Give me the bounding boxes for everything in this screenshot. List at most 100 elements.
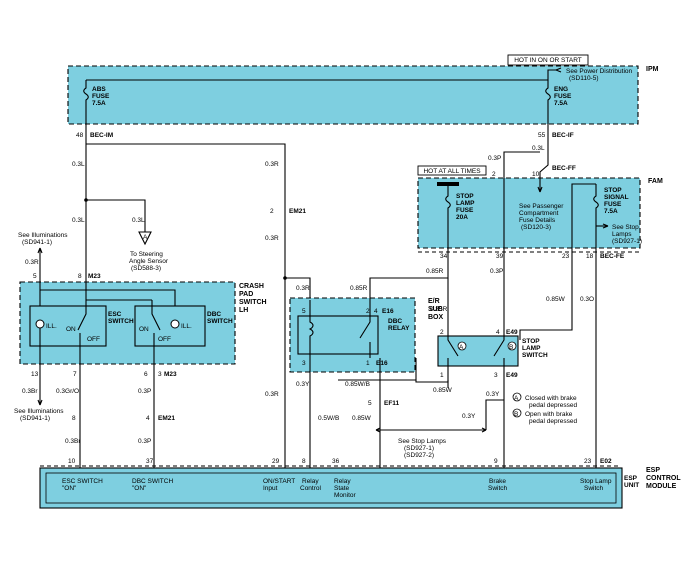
- conn-e49-bottom: E49: [506, 372, 518, 379]
- conn-bec-ff: BEC-FF: [552, 165, 576, 172]
- eng-fuse-symbol: [545, 80, 551, 132]
- see-compartment-3: Fuse Details: [519, 217, 556, 224]
- er-pin-5: 5: [302, 308, 306, 315]
- see-compartment-2: Compartment: [519, 210, 559, 217]
- wire-to-steering: [86, 199, 146, 232]
- eng-fuse-label-2: FUSE: [554, 93, 572, 100]
- steering-line2: Angle Sensor: [129, 258, 169, 265]
- sls-contact-a: [447, 330, 459, 380]
- esc-switch-label-1: ESC: [108, 311, 122, 318]
- sls-pin-1: 1: [440, 372, 444, 379]
- steering-connector-triangle: [138, 231, 152, 246]
- sls-pin-2: 2: [440, 329, 444, 336]
- crash-pin-5: 5: [33, 273, 37, 280]
- wire-085w-b: 0.85W: [433, 387, 453, 394]
- conn-bec-if: BEC-IF: [552, 132, 574, 139]
- wire-03r-c: 0.3R: [296, 285, 310, 292]
- relay-coil: [308, 300, 314, 358]
- see-stop-lamps-fam-3: (SD927-1): [612, 238, 642, 245]
- see-ill-top-line1: See Illuminations: [18, 232, 68, 239]
- sls-pin-4: 4: [496, 329, 500, 336]
- er-pin-2: 2: [366, 308, 370, 315]
- esp-pin-9: 9: [494, 458, 498, 465]
- wire-relay-monitor: [338, 379, 381, 470]
- wire-03l-eng: [539, 132, 549, 180]
- wire-085w-fam: [519, 252, 573, 340]
- sls-contact-b: [493, 330, 505, 380]
- fam-pin-10: 10: [532, 171, 540, 178]
- dbc-on-label: ON: [139, 326, 149, 333]
- conn-m23-top: M23: [88, 273, 101, 280]
- legend-marker-a: [512, 392, 522, 402]
- sls-label-2: LAMP: [522, 345, 541, 352]
- wire-03l-b: 0.3L: [132, 217, 145, 224]
- wire-03p-dbc-a: 0.3P: [138, 388, 151, 395]
- wire-03br-b: 0.3Br: [65, 438, 81, 445]
- wire-to-relay-coil: [285, 277, 311, 300]
- esp-pin-37: 37: [146, 458, 154, 465]
- legend-marker-b: [512, 408, 522, 418]
- conn-e16-top: E16: [382, 308, 394, 315]
- crash-pin-6: 6: [144, 371, 148, 378]
- stop-signal-fuse-4: 7.5A: [604, 208, 618, 215]
- wire-03o: 0.3O: [580, 296, 594, 303]
- esp-pin-23: 23: [584, 458, 592, 465]
- conn-e16-bottom: E16: [376, 360, 388, 367]
- crash-label-4: LH: [239, 307, 248, 314]
- ipm-supply-line: [86, 69, 556, 81]
- ill-bottom-arrow: [37, 399, 43, 406]
- wire-085r-a: 0.85R: [426, 268, 444, 275]
- wire-085r-relay: [369, 252, 449, 300]
- abs-fuse-label-1: ABS: [92, 86, 106, 93]
- esp-input-monitor-2: State: [334, 485, 350, 492]
- see-stop-bottom-2: (SD927-1): [404, 445, 434, 452]
- wire-03p-b: 0.3P: [490, 268, 503, 275]
- ill-top-arrow: [37, 247, 43, 254]
- see-ill-top-line2: (SD941-1): [22, 239, 52, 246]
- crash-label-1: CRASH: [239, 283, 264, 290]
- stop-lamp-switch-box: [437, 335, 519, 367]
- esp-input-stop-2: Switch: [584, 485, 604, 492]
- em21-label-top: EM21: [289, 208, 306, 215]
- ipm-supply-arrow: [555, 67, 562, 73]
- sls-marker-b: [507, 341, 517, 351]
- fam-pin-2: 2: [492, 171, 496, 178]
- conn-e49-top: E49: [506, 329, 518, 336]
- wire-03l-d: 0.3L: [532, 145, 545, 152]
- esp-input-stop-1: Stop Lamp: [580, 478, 612, 485]
- legend-b-line2: pedal depressed: [529, 418, 577, 425]
- esp-pin-8: 8: [302, 458, 306, 465]
- er-label-1: E/R: [428, 298, 440, 305]
- esc-ill-lamp-icon: [35, 319, 45, 329]
- er-label-3: BOX: [428, 314, 444, 321]
- esp-pin-10: 10: [68, 458, 76, 465]
- esp-input-dbc-1: DBC SWITCH: [132, 478, 173, 485]
- hot-at-all-times-text: HOT AT ALL TIMES: [423, 168, 481, 175]
- dbc-switch-label-2: SWITCH: [207, 318, 233, 325]
- hot-at-all-times-banner: [417, 165, 487, 176]
- stop-signal-fuse-2: SIGNAL: [604, 194, 629, 201]
- stop-signal-fuse-3: FUSE: [604, 201, 622, 208]
- wire-03p-dbc-b: 0.3P: [138, 438, 151, 445]
- esp-input-esc-1: ESC SWITCH: [62, 478, 103, 485]
- stop-lamp-fuse: [445, 186, 451, 252]
- eng-fuse-label-1: ENG: [554, 86, 568, 93]
- legend-b: B: [514, 411, 518, 418]
- dbc-relay-label-2: RELAY: [388, 325, 410, 332]
- see-stop-lamps-fam-1: See Stop: [612, 224, 639, 231]
- abs-fuse-label-2: FUSE: [92, 93, 110, 100]
- esc-ill-label: ILL.: [46, 323, 57, 330]
- wire-03r-b: 0.3R: [265, 235, 279, 242]
- see-power-line1: See Power Distribution: [566, 68, 632, 75]
- conn-bec-fe: BEC-FE: [600, 253, 625, 260]
- see-ill-bottom-line1: See Illuminations: [14, 408, 64, 415]
- conn-bec-im: BEC-IM: [90, 132, 113, 139]
- esp-input-monitor-1: Relay: [334, 478, 351, 485]
- wire-085r-c: 0.85R: [430, 306, 448, 313]
- em21-pin-4: 4: [146, 415, 150, 422]
- wire-03r-d: 0.3R: [265, 391, 279, 398]
- stop-signal-fuse-1: STOP: [604, 187, 622, 194]
- crash-pin-13: 13: [31, 371, 39, 378]
- wire-03p-a: 0.3P: [488, 155, 501, 162]
